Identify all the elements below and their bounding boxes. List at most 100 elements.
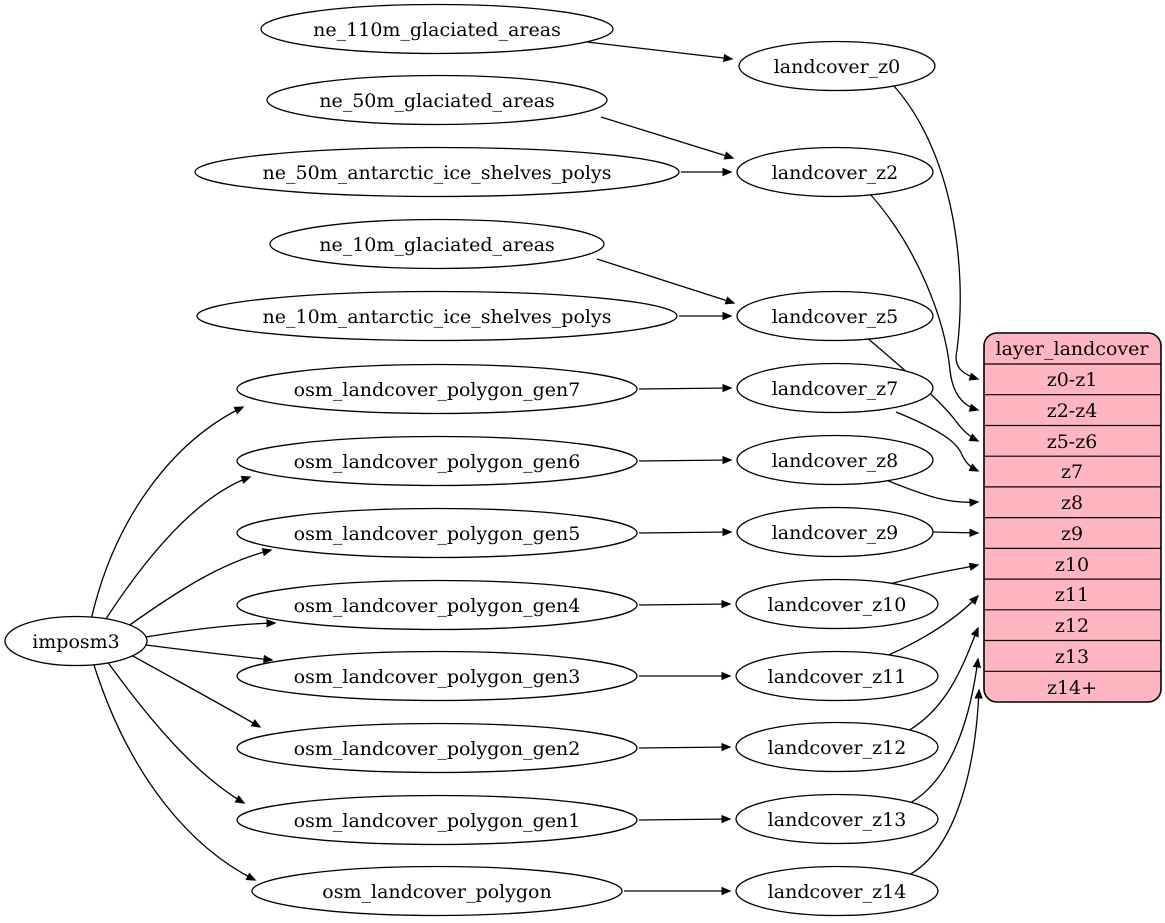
node-landcover-z11: landcover_z11 bbox=[735, 650, 939, 702]
edge-landcover_z10-row-z10 bbox=[885, 562, 980, 586]
table-row-z9: z9 bbox=[1061, 523, 1083, 545]
node-landcover-z0: landcover_z0 bbox=[738, 40, 936, 92]
ne-50m-glaciated-areas-label: ne_50m_glaciated_areas bbox=[319, 90, 555, 112]
edge-landcover_z12-row-z12 bbox=[907, 626, 979, 732]
osm-landcover-polygon-gen4-ellipse bbox=[236, 579, 638, 631]
edge-imposm3-osm_landcover_polygon bbox=[92, 661, 257, 881]
edge-imposm3-osm_landcover_polygon_gen7 bbox=[90, 406, 245, 621]
edge-landcover_z2-row-z2-z4 bbox=[869, 193, 980, 412]
node-landcover-z5: landcover_z5 bbox=[736, 290, 934, 342]
edge-landcover_z8-row-z8 bbox=[885, 479, 980, 507]
osm-landcover-polygon-gen2-ellipse bbox=[236, 722, 638, 774]
landcover-z14-label: landcover_z14 bbox=[768, 881, 907, 903]
node-landcover-z10: landcover_z10 bbox=[735, 578, 939, 630]
ne-10m-glaciated-areas-ellipse bbox=[269, 218, 605, 270]
landcover-z2-label: landcover_z2 bbox=[772, 162, 899, 184]
ne-110m-glaciated-areas-label: ne_110m_glaciated_areas bbox=[313, 19, 561, 41]
edge-imposm3-osm_landcover_polygon_gen2 bbox=[121, 649, 262, 728]
osm-landcover-polygon-gen6-label: osm_landcover_polygon_gen6 bbox=[294, 451, 581, 473]
table-row-z11: z11 bbox=[1055, 584, 1089, 606]
edge-osm_landcover_polygon_gen2-landcover_z12 bbox=[638, 742, 732, 752]
node-landcover-z9: landcover_z9 bbox=[736, 506, 934, 558]
ne-10m-glaciated-areas-label: ne_10m_glaciated_areas bbox=[319, 234, 555, 256]
edge-imposm3-osm_landcover_polygon_gen6 bbox=[101, 475, 252, 626]
edge-ne_50m_glaciated_areas-landcover_z2 bbox=[600, 116, 735, 160]
osm-landcover-polygon-gen5-label: osm_landcover_polygon_gen5 bbox=[294, 523, 581, 545]
table-row-z2-z4: z2-z4 bbox=[1047, 400, 1098, 422]
osm-landcover-polygon-gen3-label: osm_landcover_polygon_gen3 bbox=[294, 666, 581, 688]
node-osm-landcover-polygon-gen7: osm_landcover_polygon_gen7 bbox=[236, 363, 638, 415]
ne-10m-antarctic-ice-shelves-polys-ellipse bbox=[196, 290, 678, 342]
layer-landcover-title: layer_landcover bbox=[996, 338, 1150, 360]
landcover-z10-label: landcover_z10 bbox=[768, 594, 907, 616]
osm-landcover-polygon-ellipse bbox=[251, 865, 623, 917]
ne-50m-glaciated-areas-ellipse bbox=[266, 74, 608, 126]
table-row-z0-z1: z0-z1 bbox=[1047, 369, 1098, 391]
edge-osm_landcover_polygon_gen5-landcover_z9 bbox=[638, 527, 733, 537]
edge-ne_110m_glaciated_areas-landcover_z0 bbox=[586, 41, 734, 63]
table-row-z14plus: z14+ bbox=[1047, 677, 1097, 699]
ne-10m-antarctic-ice-shelves-polys-label: ne_10m_antarctic_ice_shelves_polys bbox=[263, 306, 612, 328]
osm-landcover-polygon-gen5-ellipse bbox=[236, 507, 638, 559]
node-ne-10m-glaciated-areas: ne_10m_glaciated_areas bbox=[269, 218, 605, 270]
node-osm-landcover-polygon: osm_landcover_polygon bbox=[251, 865, 623, 917]
osm-landcover-polygon-gen7-ellipse bbox=[236, 363, 638, 415]
edge-imposm3-osm_landcover_polygon_gen1 bbox=[103, 656, 246, 804]
landcover-z8-ellipse bbox=[736, 434, 934, 486]
node-ne-10m-antarctic-ice-shelves-polys: ne_10m_antarctic_ice_shelves_polys bbox=[196, 290, 678, 342]
node-landcover-z14: landcover_z14 bbox=[735, 865, 939, 917]
node-osm-landcover-polygon-gen5: osm_landcover_polygon_gen5 bbox=[236, 507, 638, 559]
landcover-z8-label: landcover_z8 bbox=[772, 450, 899, 472]
landcover-z2-ellipse bbox=[736, 146, 934, 198]
node-ne-110m-glaciated-areas: ne_110m_glaciated_areas bbox=[260, 3, 614, 55]
ne-110m-glaciated-areas-ellipse bbox=[260, 3, 614, 55]
landcover-z7-ellipse bbox=[736, 362, 934, 414]
node-ne-50m-antarctic-ice-shelves-polys: ne_50m_antarctic_ice_shelves_polys bbox=[194, 146, 680, 198]
edge-imposm3-osm_landcover_polygon_gen3 bbox=[145, 644, 274, 664]
edge-osm_landcover_polygon_gen1-landcover_z13 bbox=[638, 814, 732, 824]
node-landcover-z12: landcover_z12 bbox=[735, 721, 939, 773]
node-imposm3: imposm3 bbox=[4, 615, 148, 667]
node-osm-landcover-polygon-gen6: osm_landcover_polygon_gen6 bbox=[236, 435, 638, 487]
edge-landcover_z0-row-z0-z1 bbox=[892, 84, 980, 381]
edge-landcover_z9-row-z9 bbox=[932, 528, 980, 538]
edge-landcover_z5-row-z5-z6 bbox=[865, 336, 980, 442]
edge-landcover_z7-row-z7 bbox=[895, 411, 980, 472]
landcover-z11-label: landcover_z11 bbox=[768, 666, 907, 688]
landcover-z0-label: landcover_z0 bbox=[774, 56, 901, 78]
edge-osm_landcover_polygon_gen4-landcover_z10 bbox=[638, 599, 732, 609]
osm-landcover-polygon-gen2-label: osm_landcover_polygon_gen2 bbox=[294, 738, 581, 760]
node-osm-landcover-polygon-gen2: osm_landcover_polygon_gen2 bbox=[236, 722, 638, 774]
node-osm-landcover-polygon-gen3: osm_landcover_polygon_gen3 bbox=[236, 650, 638, 702]
table-row-z8: z8 bbox=[1061, 492, 1083, 514]
edge-landcover_z13-row-z13 bbox=[909, 657, 982, 804]
osm-landcover-polygon-gen6-ellipse bbox=[236, 435, 638, 487]
ne-50m-antarctic-ice-shelves-polys-label: ne_50m_antarctic_ice_shelves_polys bbox=[263, 162, 612, 184]
landcover-z5-label: landcover_z5 bbox=[772, 306, 899, 328]
landcover-z12-ellipse bbox=[735, 721, 939, 773]
node-landcover-z8: landcover_z8 bbox=[736, 434, 934, 486]
osm-landcover-polygon-gen1-ellipse bbox=[236, 794, 638, 846]
node-osm-landcover-polygon-gen4: osm_landcover_polygon_gen4 bbox=[236, 579, 638, 631]
osm-landcover-polygon-label: osm_landcover_polygon bbox=[322, 881, 551, 903]
node-landcover-z2: landcover_z2 bbox=[736, 146, 934, 198]
node-landcover-z7: landcover_z7 bbox=[736, 362, 934, 414]
edge-imposm3-osm_landcover_polygon_gen5 bbox=[119, 548, 273, 633]
table-row-z7: z7 bbox=[1061, 461, 1083, 483]
imposm3-label: imposm3 bbox=[32, 631, 120, 653]
node-osm-landcover-polygon-gen1: osm_landcover_polygon_gen1 bbox=[236, 794, 638, 846]
landcover-z13-ellipse bbox=[735, 793, 939, 845]
osm-landcover-polygon-gen4-label: osm_landcover_polygon_gen4 bbox=[294, 595, 581, 617]
landcover-z13-label: landcover_z13 bbox=[768, 809, 907, 831]
osm-landcover-polygon-gen1-label: osm_landcover_polygon_gen1 bbox=[294, 810, 581, 832]
landcover-z11-ellipse bbox=[735, 650, 939, 702]
landcover-z14-ellipse bbox=[735, 865, 939, 917]
table-row-z5-z6: z5-z6 bbox=[1047, 431, 1098, 453]
landcover-z0-ellipse bbox=[738, 40, 936, 92]
landcover-z12-label: landcover_z12 bbox=[768, 737, 907, 759]
osm-landcover-polygon-gen3-ellipse bbox=[236, 650, 638, 702]
landcover-z5-ellipse bbox=[736, 290, 934, 342]
ne-50m-antarctic-ice-shelves-polys-ellipse bbox=[194, 146, 680, 198]
